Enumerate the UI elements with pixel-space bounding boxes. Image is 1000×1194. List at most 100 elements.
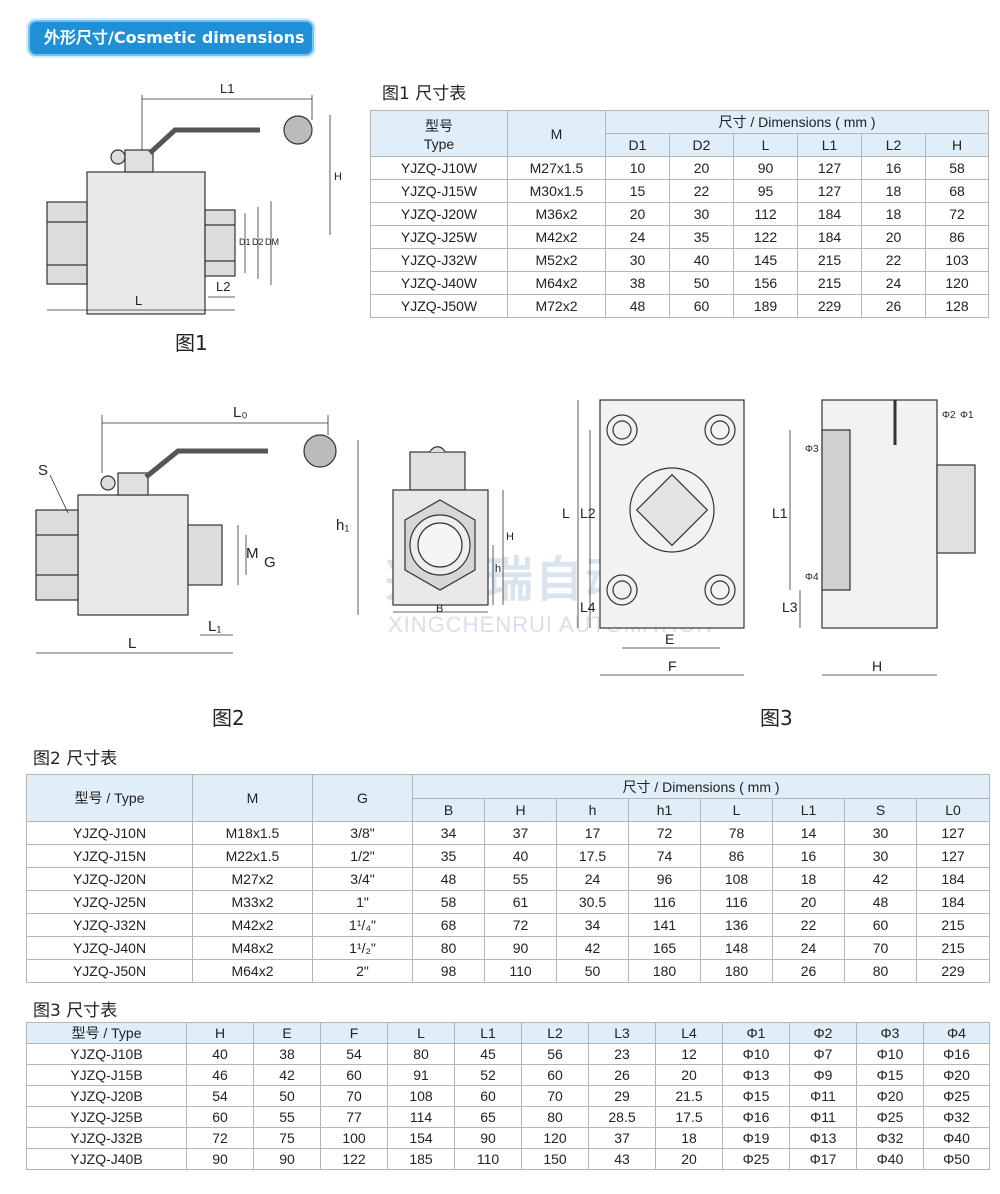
- table-cell: YJZQ-J15B: [26, 1064, 187, 1086]
- fig3-dim-phi3: Φ3: [805, 444, 819, 455]
- table-cell: 58: [412, 890, 485, 914]
- fig1-dim-L1: L1: [220, 81, 234, 96]
- table-3-caption: 图3 尺寸表: [33, 1001, 118, 1021]
- table-cell: 215: [797, 248, 862, 272]
- table-cell: 184: [916, 867, 990, 891]
- table-cell: 68: [924, 179, 990, 203]
- table-2: 型号 / Type M G 尺寸 / Dimensions ( mm ) B H…: [26, 774, 990, 983]
- table-cell: YJZQ-J10N: [26, 821, 193, 845]
- figure-1-label: 图1: [175, 331, 208, 355]
- t1-dims-header: 尺寸 / Dimensions ( mm ): [604, 110, 990, 134]
- table-cell: YJZQ-J40N: [26, 936, 193, 960]
- table-cell: 1¹/₂": [312, 936, 413, 960]
- table-cell: 80: [521, 1106, 589, 1128]
- t1-col-header: L1: [797, 133, 862, 157]
- figure-1-drawing: L1 H L L2 D1 D2 DM: [46, 81, 342, 315]
- table-cell: 20: [655, 1148, 723, 1170]
- fig3-dim-L: L: [562, 505, 570, 521]
- t1-type-header-cn: 型号: [425, 117, 453, 134]
- table-cell: 65: [454, 1106, 522, 1128]
- t1-col-header: L: [733, 133, 798, 157]
- column-header: 型号 / Type: [26, 1022, 187, 1044]
- table-cell: 48: [605, 294, 670, 318]
- table-cell: 24: [772, 936, 845, 960]
- column-header: L: [387, 1022, 455, 1044]
- table-cell: 34: [556, 913, 629, 937]
- table-cell: 42: [253, 1064, 321, 1086]
- table-cell: Φ16: [923, 1043, 990, 1065]
- table-cell: 1¹/₄": [312, 913, 413, 937]
- table-cell: 20: [605, 202, 670, 226]
- table-cell: 15: [605, 179, 670, 203]
- table-cell: 70: [521, 1085, 589, 1107]
- table-cell: 30: [844, 844, 917, 868]
- table-cell: 90: [733, 156, 798, 180]
- table-cell: 20: [772, 890, 845, 914]
- t1-type-header: 型号 Type: [370, 110, 508, 157]
- table-cell: YJZQ-J15N: [26, 844, 193, 868]
- column-header: L4: [655, 1022, 723, 1044]
- table-cell: 34: [412, 821, 485, 845]
- table-cell: M52x2: [507, 248, 606, 272]
- table-cell: YJZQ-J40B: [26, 1148, 187, 1170]
- table-cell: M64x2: [507, 271, 606, 295]
- figure-3-drawing: L L2 L4 E F L1 L3 H Φ1 Φ2 Φ3 Φ4: [562, 399, 976, 676]
- table-cell: Φ17: [789, 1148, 857, 1170]
- table-cell: 72: [924, 202, 990, 226]
- table-cell: Φ7: [789, 1043, 857, 1065]
- table-cell: 22: [669, 179, 734, 203]
- table-cell: 90: [186, 1148, 254, 1170]
- column-header: Φ1: [722, 1022, 790, 1044]
- table-cell: 70: [320, 1085, 388, 1107]
- table-cell: 229: [797, 294, 862, 318]
- table-cell: Φ20: [856, 1085, 924, 1107]
- table-cell: 22: [772, 913, 845, 937]
- table-cell: 77: [320, 1106, 388, 1128]
- table-cell: M48x2: [192, 936, 313, 960]
- t2-col-header: B: [412, 798, 485, 822]
- table-cell: 141: [628, 913, 701, 937]
- table-cell: Φ50: [923, 1148, 990, 1170]
- table-cell: 60: [844, 913, 917, 937]
- table-cell: Φ19: [722, 1127, 790, 1149]
- table-cell: 91: [387, 1064, 455, 1086]
- fig2-dim-G: G: [264, 554, 276, 571]
- table-cell: 52: [454, 1064, 522, 1086]
- table-cell: Φ32: [923, 1106, 990, 1128]
- table-cell: M22x1.5: [192, 844, 313, 868]
- fig2-dim-M: M: [246, 545, 259, 562]
- table-cell: 24: [556, 867, 629, 891]
- fig1-dim-L: L: [135, 293, 142, 308]
- table-cell: 55: [253, 1106, 321, 1128]
- table-cell: YJZQ-J40W: [370, 271, 508, 295]
- table-cell: M42x2: [192, 913, 313, 937]
- table-cell: YJZQ-J50N: [26, 959, 193, 983]
- fig1-dim-D2: D2: [252, 237, 264, 247]
- table-cell: 78: [700, 821, 773, 845]
- table-cell: 30.5: [556, 890, 629, 914]
- table-cell: YJZQ-J15W: [370, 179, 508, 203]
- table-cell: 40: [186, 1043, 254, 1065]
- column-header: Φ3: [856, 1022, 924, 1044]
- table-cell: 148: [700, 936, 773, 960]
- table-cell: 150: [521, 1148, 589, 1170]
- table-1-caption: 图1 尺寸表: [382, 84, 467, 104]
- table-cell: 96: [628, 867, 701, 891]
- table-cell: 60: [320, 1064, 388, 1086]
- table-cell: 30: [844, 821, 917, 845]
- table-cell: 26: [772, 959, 845, 983]
- t2-col-header: h1: [628, 798, 701, 822]
- table-cell: Φ25: [923, 1085, 990, 1107]
- t1-type-header-en: Type: [423, 135, 455, 152]
- table-cell: 35: [669, 225, 734, 249]
- table-cell: 80: [412, 936, 485, 960]
- table-cell: 90: [454, 1127, 522, 1149]
